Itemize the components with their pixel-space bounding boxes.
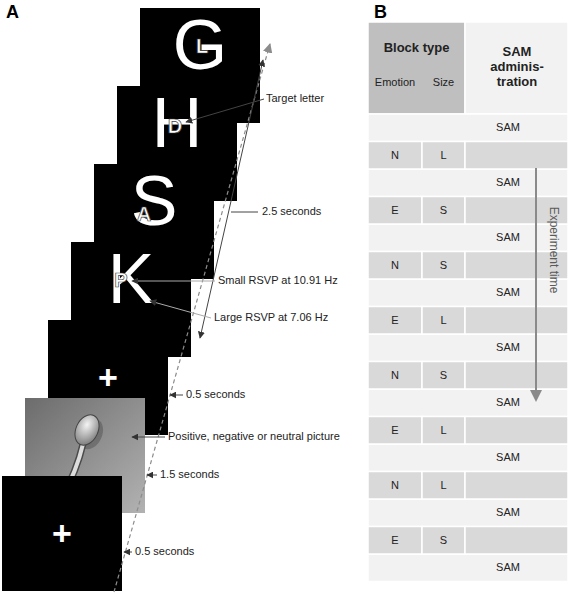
table-cell: L: [422, 417, 465, 445]
block-cell: [422, 252, 465, 280]
table-subheader: Size: [422, 76, 465, 89]
sam-row: [368, 334, 568, 362]
block-cell: [422, 417, 465, 445]
fixation-frame: +: [2, 476, 122, 591]
table-cell: N: [368, 472, 422, 500]
leader-arrow: [147, 475, 157, 476]
block-cell: [368, 252, 422, 280]
block-cell: [465, 472, 568, 500]
annotation: Small RSVP at 10.91 Hz: [218, 274, 338, 287]
duration-label: 0.5 seconds: [135, 545, 194, 558]
annotation: Large RSVP at 7.06 Hz: [214, 311, 328, 324]
block-cell: [422, 527, 465, 555]
table-cell: E: [368, 307, 422, 335]
axis-label: Experiment time: [547, 207, 560, 294]
sam-row: [368, 279, 568, 307]
block-cell: [368, 197, 422, 225]
block-cell: [422, 197, 465, 225]
table-cell: S: [422, 252, 465, 280]
table-cell: SAM: [465, 224, 551, 252]
leader-arrow: [170, 395, 183, 396]
table-cell: E: [368, 527, 422, 555]
block-cell: [465, 142, 568, 170]
sam-row: [368, 554, 568, 582]
block-cell: [422, 142, 465, 170]
spoon-bowl: [70, 411, 103, 449]
table-cell: N: [368, 252, 422, 280]
table-cell: L: [422, 307, 465, 335]
table-cell: SAM: [465, 114, 551, 142]
table-header: SAM adminis- tration: [482, 44, 552, 89]
block-cell: [368, 307, 422, 335]
table-cell: S: [422, 197, 465, 225]
table-cell: SAM: [465, 554, 551, 582]
block-cell: [368, 417, 422, 445]
block-cell: [422, 472, 465, 500]
sam-row: [368, 389, 568, 417]
panel-label: A: [6, 2, 19, 22]
table-cell: SAM: [465, 499, 551, 527]
stream-letter: K: [71, 244, 191, 314]
block-cell: [368, 142, 422, 170]
header-cell: [465, 22, 568, 114]
table-header: Block type: [368, 40, 465, 55]
table-cell: SAM: [465, 334, 551, 362]
table-cell: L: [422, 472, 465, 500]
target-letter: A: [137, 204, 151, 224]
duration-label: 1.5 seconds: [160, 468, 219, 481]
annotation: Target letter: [266, 92, 324, 105]
block-cell: [422, 362, 465, 390]
sam-row: [368, 499, 568, 527]
target-letter: D: [168, 116, 182, 136]
table-cell: S: [422, 527, 465, 555]
leader-arrow: [132, 437, 165, 438]
block-cell: [368, 527, 422, 555]
duration-label: 0.5 seconds: [186, 388, 245, 401]
sam-row: [368, 114, 568, 142]
table-cell: E: [368, 197, 422, 225]
time-arrow-shaft: [535, 168, 537, 392]
sam-row: [368, 224, 568, 252]
table-subheader: Emotion: [368, 76, 422, 89]
table-cell: SAM: [465, 279, 551, 307]
block-cell: [422, 307, 465, 335]
leader-line: [231, 212, 258, 213]
block-cell: [368, 362, 422, 390]
block-cell: [465, 417, 568, 445]
panel-label: B: [374, 2, 387, 22]
target-letter: L: [196, 36, 208, 56]
annotation: Positive, negative or neutral picture: [168, 430, 340, 443]
block-cell: [368, 472, 422, 500]
fixation-cross: +: [2, 516, 122, 550]
block-cell: [465, 307, 568, 335]
time-arrow-head: [530, 390, 542, 402]
table-cell: SAM: [465, 169, 551, 197]
table-cell: L: [422, 142, 465, 170]
table-cell: E: [368, 417, 422, 445]
sam-row: [368, 444, 568, 472]
sam-row: [368, 169, 568, 197]
block-cell: [465, 362, 568, 390]
leader-arrow: [124, 552, 132, 553]
duration-label: 2.5 seconds: [262, 205, 321, 218]
table-cell: N: [368, 142, 422, 170]
block-cell: [465, 527, 568, 555]
table-cell: S: [422, 362, 465, 390]
table-cell: N: [368, 362, 422, 390]
header-cell: [368, 22, 465, 114]
stream-letter: S: [94, 166, 214, 236]
target-letter: P: [114, 270, 127, 290]
table-cell: SAM: [465, 444, 551, 472]
fixation-cross: +: [48, 360, 168, 394]
table-cell: SAM: [465, 389, 551, 417]
